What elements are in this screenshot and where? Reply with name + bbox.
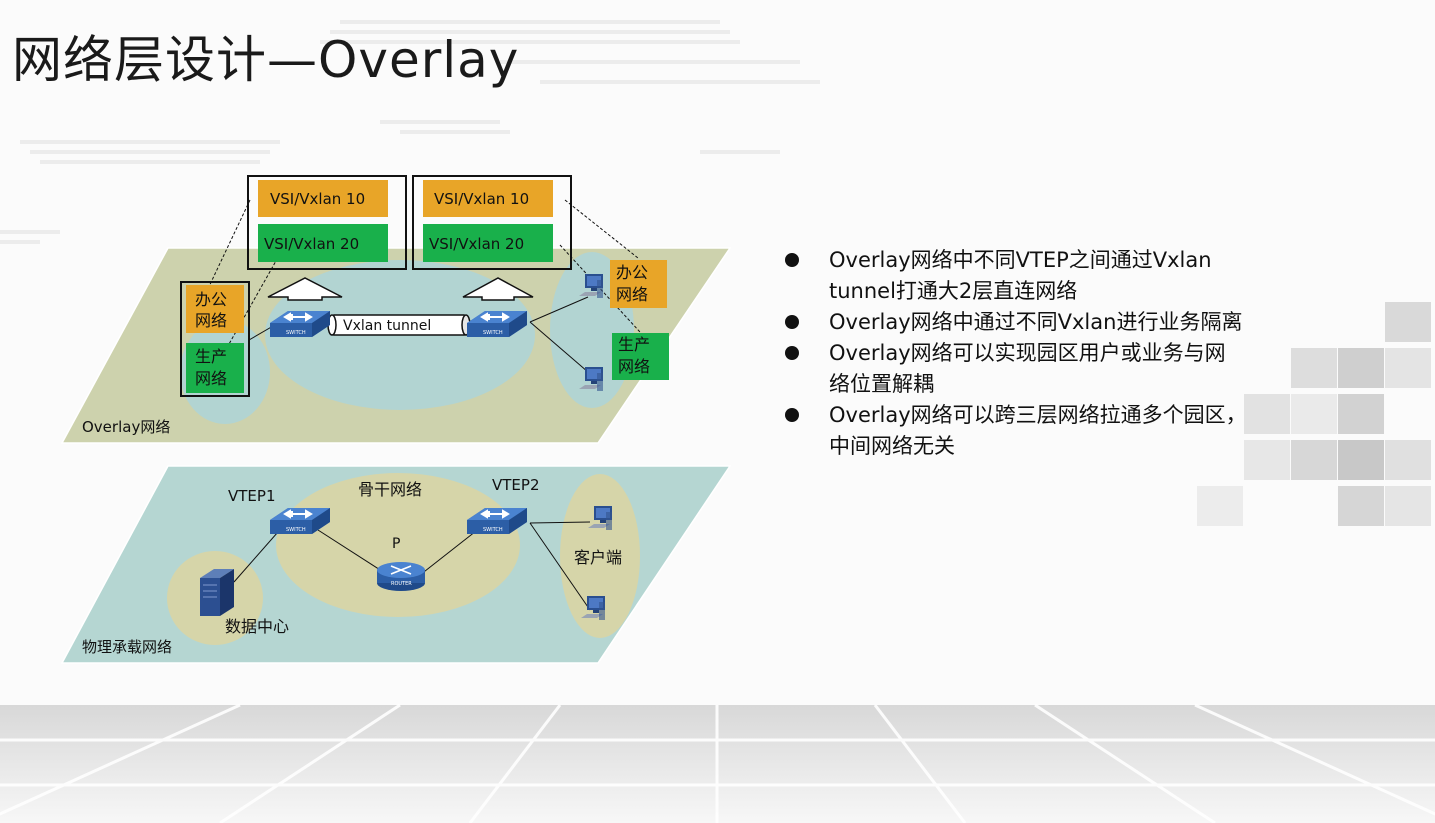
right-office-line1: 办公 <box>616 263 648 282</box>
left-network-stack <box>180 281 250 397</box>
datacenter-label: 数据中心 <box>225 617 289 636</box>
bullet-dot-icon <box>785 253 799 267</box>
bullet-item: Overlay网络中通过不同Vxlan进行业务隔离 <box>785 307 1325 338</box>
p-router-icon: ROUTER <box>377 562 425 591</box>
client-label: 客户端 <box>574 548 622 567</box>
vsi-right-vxlan20 <box>423 224 553 262</box>
up-arrow-right <box>462 277 534 301</box>
client-ellipse <box>560 474 640 638</box>
right-prod-line1: 生产 <box>618 335 650 354</box>
backbone-ellipse <box>276 473 520 617</box>
vsi-right-vxlan20-label: VSI/Vxlan 20 <box>429 235 524 253</box>
left-prod-line2: 网络 <box>195 369 227 388</box>
bullet-item: Overlay网络可以跨三层网络拉通多个园区， 中间网络无关 <box>785 400 1325 462</box>
bullet-item: Overlay网络可以实现园区用户或业务与网络位置解耦 <box>785 338 1325 400</box>
bullet-line: 中间网络无关 <box>829 434 955 458</box>
datacenter-server-icon <box>200 569 234 616</box>
left-office-line1: 办公 <box>195 290 227 309</box>
bullet-line: Overlay网络中通过不同Vxlan进行业务隔离 <box>829 310 1243 334</box>
bullet-line: tunnel打通大2层直连网络 <box>829 279 1078 303</box>
bullet-line: Overlay网络中不同VTEP之间通过Vxlan <box>829 248 1212 272</box>
vsi-right-vxlan10-label: VSI/Vxlan 10 <box>434 190 529 208</box>
physical-plane-label: 物理承载网络 <box>82 638 172 656</box>
right-prod-line2: 网络 <box>618 357 650 376</box>
vsi-right-vxlan10 <box>423 180 553 217</box>
vsi-left-vxlan10-label: VSI/Vxlan 10 <box>270 190 365 208</box>
right-office-line2: 网络 <box>616 285 648 304</box>
tunnel-label: Vxlan tunnel <box>343 318 431 334</box>
vsi-left-vxlan20-label: VSI/Vxlan 20 <box>264 235 359 253</box>
bullet-line: Overlay网络可以跨三层网络拉通多个园区， <box>829 403 1247 427</box>
overlay-plane-label: Overlay网络 <box>82 418 170 436</box>
bullet-list: Overlay网络中不同VTEP之间通过Vxlan tunnel打通大2层直连网络… <box>785 245 1325 462</box>
bullet-line: 络位置解耦 <box>829 372 934 396</box>
bullet-item: Overlay网络中不同VTEP之间通过Vxlan tunnel打通大2层直连网络 <box>785 245 1325 307</box>
vsi-left-vxlan10 <box>258 180 388 217</box>
left-office-line2: 网络 <box>195 311 227 330</box>
bullet-dot-icon <box>785 315 799 329</box>
svg-text:ROUTER: ROUTER <box>391 581 412 587</box>
left-prod-line1: 生产 <box>195 347 227 366</box>
p-router-label: P <box>392 536 400 552</box>
backbone-label: 骨干网络 <box>358 480 422 499</box>
bullet-dot-icon <box>785 346 799 360</box>
vsi-box-right <box>412 175 572 270</box>
up-arrow-left <box>267 277 343 301</box>
bullet-line: Overlay网络可以实现园区用户或业务与网 <box>829 341 1226 365</box>
vtep1-label: VTEP1 <box>228 487 276 505</box>
page-title: 网络层设计—Overlay <box>12 31 520 89</box>
decor-squares <box>1197 302 1431 526</box>
vsi-left-vxlan20 <box>258 224 388 262</box>
vsi-box-left <box>247 175 407 270</box>
vtep2-label: VTEP2 <box>492 476 540 494</box>
bullet-dot-icon <box>785 408 799 422</box>
